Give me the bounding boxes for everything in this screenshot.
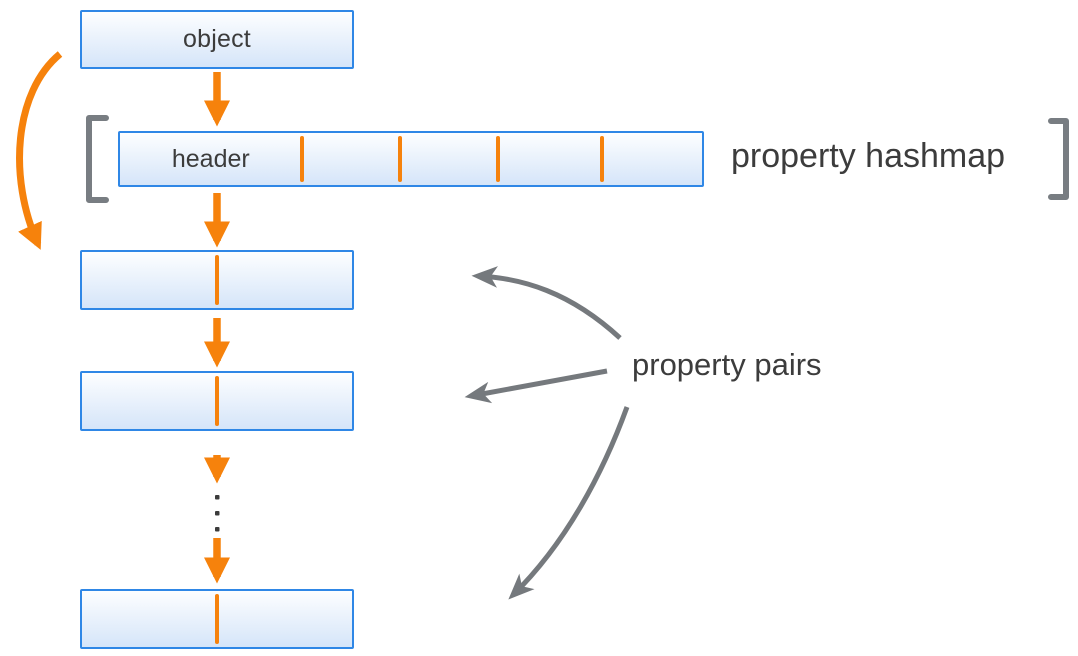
property-pair-box [80, 589, 354, 649]
arrow-pairs-label-to-pair2 [464, 368, 608, 404]
arrow-object-to-pair1-curved [16, 51, 63, 250]
pair-divider [215, 594, 219, 644]
object-box-label: object [183, 25, 251, 53]
hashmap-header-label: header [171, 144, 250, 173]
hashmap-slot-divider [496, 136, 501, 182]
arrow-pairs-label-to-pair1 [471, 266, 622, 340]
hashmap-slot-divider [299, 136, 304, 182]
object-box: object [80, 10, 354, 69]
property-pair-box [80, 371, 354, 431]
vertical-ellipsis [215, 495, 220, 532]
hashmap-header-box: header [118, 131, 704, 187]
hashmap-label: property hashmap [731, 137, 1006, 175]
hashmap-slot-divider [600, 136, 605, 182]
arrow-pairs-label-to-pair3 [508, 406, 630, 600]
property-pair-box [80, 250, 354, 310]
property-pairs-label: property pairs [632, 347, 822, 382]
pair-divider [215, 376, 219, 426]
left-bracket [86, 115, 109, 203]
right-bracket [1048, 118, 1069, 200]
hashmap-slot-divider [397, 136, 402, 182]
pair-divider [215, 255, 219, 305]
